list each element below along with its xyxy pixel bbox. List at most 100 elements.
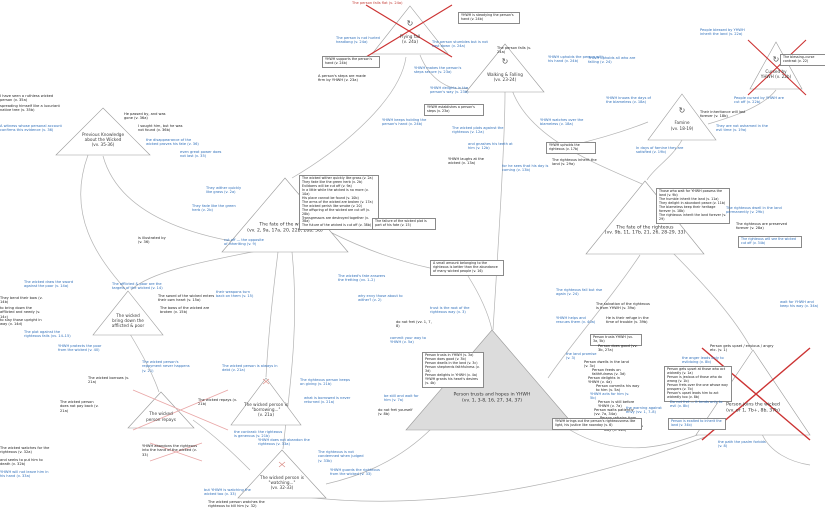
annotation-box[interactable]: YHWH supports the person's hand (v. 24b) (322, 56, 380, 68)
annotation-box[interactable]: Those who wait for YHWH possess the land… (656, 188, 730, 224)
annotation[interactable]: The righteous is not condemned when judg… (318, 450, 364, 463)
annotation-box[interactable]: YHWH is steadying the person's hand (v. … (458, 12, 520, 24)
annotation[interactable]: and gnashes his teeth at him (v. 12b) (468, 142, 513, 151)
annotation-box[interactable]: The wicked wither quickly like grass (v.… (299, 175, 379, 231)
annotation[interactable]: He is their refuge in the time of troubl… (606, 316, 649, 325)
annotation-box[interactable]: YHWH upholds the righteous (v. 17b) (546, 142, 596, 154)
annotation[interactable]: YHWH upholds the person with his hand (v… (548, 55, 604, 64)
annotation[interactable]: commit your way to YHWH (v. 5a) (390, 336, 426, 345)
annotation[interactable]: spreading himself like a luxuriant nativ… (0, 104, 60, 113)
annotation[interactable]: wait for YHWH and keep his way (v. 34a) (780, 300, 819, 309)
annotation[interactable]: A person's steps are made firm by YHWH (… (318, 74, 366, 83)
annotation[interactable]: I sought him, but he was not found (v. 3… (138, 124, 183, 133)
annotation[interactable]: Person commits his way to him (v. 5a) (596, 384, 640, 393)
annotation[interactable]: The person stumbles but is not cast down… (432, 40, 488, 49)
annotation[interactable]: the anger leads only to evildoing (v. 8b… (682, 356, 724, 365)
annotation[interactable]: YHWH delights in the person's way (v. 23… (430, 86, 469, 95)
annotation[interactable]: and seeks to put him to death (v. 32b) (0, 458, 43, 467)
annotation[interactable]: be still and wait for him (v. 7a) (384, 394, 419, 403)
annotation[interactable]: The wicked's fate answers the fretting (… (338, 274, 386, 283)
annotation[interactable]: The salvation of the righteous is from Y… (596, 302, 650, 311)
annotation[interactable]: YHWH will not leave him in his hand (v. … (0, 470, 49, 479)
annotation[interactable]: YHWH does not abandon the righteous (v. … (258, 438, 310, 447)
annotation[interactable]: YHWH guards the righteous from the wicke… (330, 468, 380, 477)
annotation[interactable]: Person delights in YHWH (v. 4a) (588, 376, 620, 385)
annotation[interactable]: In days of famine they are satisfied (v.… (636, 146, 684, 155)
annotation[interactable]: the path the psalm forbids (v. 8) (718, 440, 766, 449)
annotation[interactable]: The plot against the righteous fails (vv… (24, 330, 71, 339)
annotation[interactable]: The sword of the wicked enters their own… (158, 294, 215, 303)
annotation[interactable]: Their inheritance will last forever (v. … (700, 110, 746, 119)
annotation[interactable]: Person is still before YHWH (v. 7a) (598, 400, 635, 409)
annotation[interactable]: The person falls (v. 24a) (497, 46, 532, 55)
annotation-box[interactable]: The failure of the wicked plot is part o… (372, 218, 436, 230)
annotation[interactable]: cut off — the opposite of inheriting (v.… (224, 238, 264, 247)
annotation[interactable]: Do not fret — it tends only to evil (v. … (670, 400, 723, 409)
annotation[interactable]: why envy those about to wither? (v. 2) (358, 294, 403, 303)
annotation[interactable]: YHWH helps and rescues them (v. 40a) (556, 316, 596, 325)
annotation-box[interactable]: A small amount belonging to the righteou… (430, 260, 504, 276)
annotation[interactable]: YHWH protects the poor from the wicked (… (58, 344, 102, 353)
annotation[interactable]: The wicked person watches the righteous … (208, 500, 265, 509)
annotation[interactable]: YHWH abandons the righteous into the han… (142, 444, 198, 457)
annotation[interactable]: YHWH acts for him (v. 5b) (590, 392, 630, 401)
annotation[interactable]: the warning against envy (vv. 1, 7–8) (626, 406, 662, 415)
concept-node-famine[interactable] (647, 93, 717, 141)
annotation[interactable]: Person waits patiently (vv. 7a, 34a) (594, 408, 634, 417)
annotation[interactable]: YHWH upholds all who are falling (v. 24) (588, 56, 636, 65)
annotation[interactable]: They wither quickly like grass (v. 2a) (206, 186, 242, 195)
annotation[interactable]: People cursed by YHWH are cut off (v. 22… (734, 96, 784, 105)
annotation[interactable]: The bows of the wicked are broken (v. 15… (160, 306, 210, 315)
annotation[interactable]: The person falls flat (v. 24a) (352, 1, 403, 5)
annotation[interactable]: They bend their bow (v. 14b) (0, 296, 43, 305)
concept-node-wicked-borrowing[interactable] (230, 377, 302, 426)
annotation[interactable]: trust is the root of the righteous way (… (430, 306, 470, 315)
annotation[interactable]: The wicked plots against the righteous (… (452, 126, 504, 135)
concept-node-previous-knowledge[interactable] (55, 107, 151, 156)
annotation[interactable]: People blessed by YHWH inherit the land … (700, 28, 745, 37)
annotation[interactable]: YHWH laughs at the wicked (v. 13a) (448, 157, 484, 166)
annotation[interactable]: YHWH watches over the blameless (v. 18a) (540, 118, 584, 127)
annotation[interactable]: Person gets upset / envious / angry etc.… (710, 344, 774, 353)
annotation[interactable]: The righteous are preserved forever (v. … (736, 222, 787, 231)
annotation-box[interactable]: Person trusts in YHWH (v. 3a)Person does… (422, 352, 484, 388)
concept-node-wicked-watching[interactable] (237, 449, 327, 499)
annotation-box[interactable]: YHWH establishes a person's steps (v. 23… (424, 104, 484, 116)
annotation[interactable]: Person feeds on faithfulness (v. 3d) (592, 368, 626, 377)
annotation[interactable]: even great power does not last (v. 35) (180, 150, 222, 159)
annotation[interactable]: YHWH knows the days of the blameless (v.… (606, 96, 651, 105)
concept-node-wicked-bring-down[interactable] (92, 290, 164, 336)
annotation-box[interactable]: YHWH brings out the person's righteousne… (552, 418, 642, 430)
annotation[interactable]: The righteous fall but rise again (v. 24… (556, 288, 603, 297)
annotation[interactable]: The righteous person keeps on giving (v.… (300, 378, 350, 387)
annotation-box[interactable]: Person is exalted to inherit the land (v… (668, 418, 726, 430)
annotation[interactable]: is illustrated by (v. 36) (138, 236, 166, 245)
annotation[interactable]: The wicked watches for the righteous (v.… (0, 446, 50, 455)
annotation[interactable]: the land promise (v. 3) (566, 352, 597, 361)
annotation[interactable]: YHWH keeps holding the person's hand (v.… (382, 118, 427, 127)
annotation-box[interactable]: The righteous will see the wicked cut of… (738, 236, 802, 248)
annotation[interactable]: Person dwells in the land (v. 3c) (584, 360, 629, 369)
annotation[interactable]: They are not ashamed in the evil time (v… (716, 124, 768, 133)
annotation[interactable]: I have seen a ruthless wicked person (v.… (0, 94, 54, 103)
annotation[interactable]: The wicked person's repayment never happ… (142, 360, 190, 373)
annotation[interactable]: do not fret (vv. 1, 7, 8) (396, 320, 432, 329)
annotation[interactable]: the contrast: the righteous is generous … (234, 430, 283, 439)
annotation[interactable]: The person is not hurled headlong (v. 24… (336, 36, 380, 45)
annotation[interactable]: what is borrowed is never returned (v. 2… (304, 396, 351, 405)
annotation[interactable]: but YHWH is watching the wicked too (v. … (204, 488, 251, 497)
annotation[interactable]: He passed by, and was gone (v. 36a) (124, 112, 166, 121)
annotation[interactable]: The wicked borrows (v. 21a) (88, 376, 130, 385)
annotation[interactable]: The righteous dwell in the land permanen… (726, 206, 782, 215)
annotation[interactable]: Person does good (vv. 3b, 27a) (598, 344, 638, 353)
annotation[interactable]: YHWH makes the person's steps secure (v.… (414, 66, 462, 75)
annotation-box[interactable]: The blessing–curse contrast (v. 22) (780, 54, 825, 66)
annotation-box[interactable]: Person gets upset at those who act wicke… (664, 366, 732, 402)
annotation-box[interactable]: Person trusts YHWH (vv. 3a, 5b) (590, 334, 642, 346)
annotation[interactable]: The wicked person is always in debt (v. … (222, 364, 278, 373)
concept-node-wicked-repays[interactable] (127, 391, 195, 429)
annotation[interactable]: The wicked draw the sword against the po… (24, 280, 74, 289)
annotation[interactable]: The righteous inherit the land (v. 29a) (552, 158, 597, 167)
annotation[interactable]: The wicked repays (v. 21b) (198, 398, 237, 407)
annotation[interactable]: to bring down the afflicted and needy (v… (0, 306, 41, 319)
